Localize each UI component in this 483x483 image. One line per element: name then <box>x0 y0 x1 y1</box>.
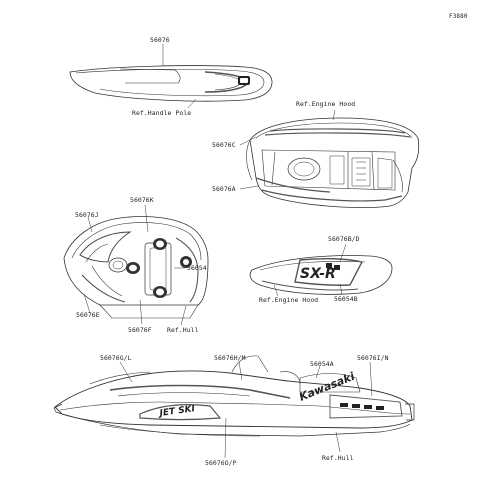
leader-hood-decal-side <box>239 185 259 190</box>
part-label-deck-front-top: 56076K <box>130 196 154 204</box>
leader-deck-rear <box>139 299 143 325</box>
leader-hood-logo-small <box>339 283 343 295</box>
engine-hood-illustration <box>246 117 420 208</box>
ref-label-engine-hood-top: Ref.Engine Hood <box>296 100 356 108</box>
leader-hood-logo-set <box>339 243 347 263</box>
leader-hull-stripe <box>238 361 243 381</box>
leader-deck-front-lower <box>83 293 91 314</box>
part-label-deck-rear: 56076F <box>128 326 152 334</box>
part-label-hull-mid: 56054A <box>310 360 334 368</box>
part-label-hull-nose: 56076G/L <box>100 354 132 362</box>
leader-lines <box>83 44 373 459</box>
leader-hull-nose <box>119 361 133 383</box>
leader-hull-rear <box>369 361 373 397</box>
hull-side-illustration <box>53 355 415 437</box>
figure-number: F3880 <box>449 13 468 20</box>
handle-pole-illustration <box>69 65 273 102</box>
ref-label-hull-deck: Ref.Hull <box>167 326 199 334</box>
leader-hood-decal-top <box>239 136 257 146</box>
part-label-deck-center: 56054 <box>187 264 207 272</box>
ref-label-engine-hood-lower: Ref.Engine Hood <box>259 296 319 304</box>
deck-top-illustration <box>63 216 209 319</box>
part-label-hull-rear: 56076I/N <box>357 354 389 362</box>
leader-hull-side-ref <box>335 431 341 453</box>
model-logo-text: SX-R <box>300 266 336 282</box>
part-label-deck-front-lower: 56076E <box>76 311 100 319</box>
part-label-hood-logo-small: 56054B <box>334 295 358 303</box>
part-label-deck-front-side: 56076J <box>75 211 99 219</box>
leader-hull-deck-ref <box>180 305 187 326</box>
part-label-hood-decal-side: 56076A <box>212 185 236 193</box>
ref-label-handle-pole: Ref.Handle Pole <box>132 109 192 117</box>
part-label-handle-pole-decal: 56076 <box>150 36 170 44</box>
leader-handle-pole-ref <box>187 98 197 109</box>
leader-deck-front-side <box>87 216 93 233</box>
leader-hull-mid <box>315 365 321 379</box>
part-label-hull-stripe: 56076H/M <box>214 354 246 362</box>
part-label-hood-decal-top: 56076C <box>212 141 236 149</box>
leader-hood-ref-lower <box>273 284 279 297</box>
part-label-hull-lower: 56076O/P <box>205 459 237 467</box>
ref-label-hull-side: Ref.Hull <box>322 454 354 462</box>
hood-logo-illustration <box>249 255 393 295</box>
leader-hull-lower <box>224 417 227 459</box>
leader-hood-ref <box>332 109 336 121</box>
leader-deck-front-top <box>144 204 149 233</box>
part-label-hood-logo-set: 56076B/D <box>328 235 360 243</box>
